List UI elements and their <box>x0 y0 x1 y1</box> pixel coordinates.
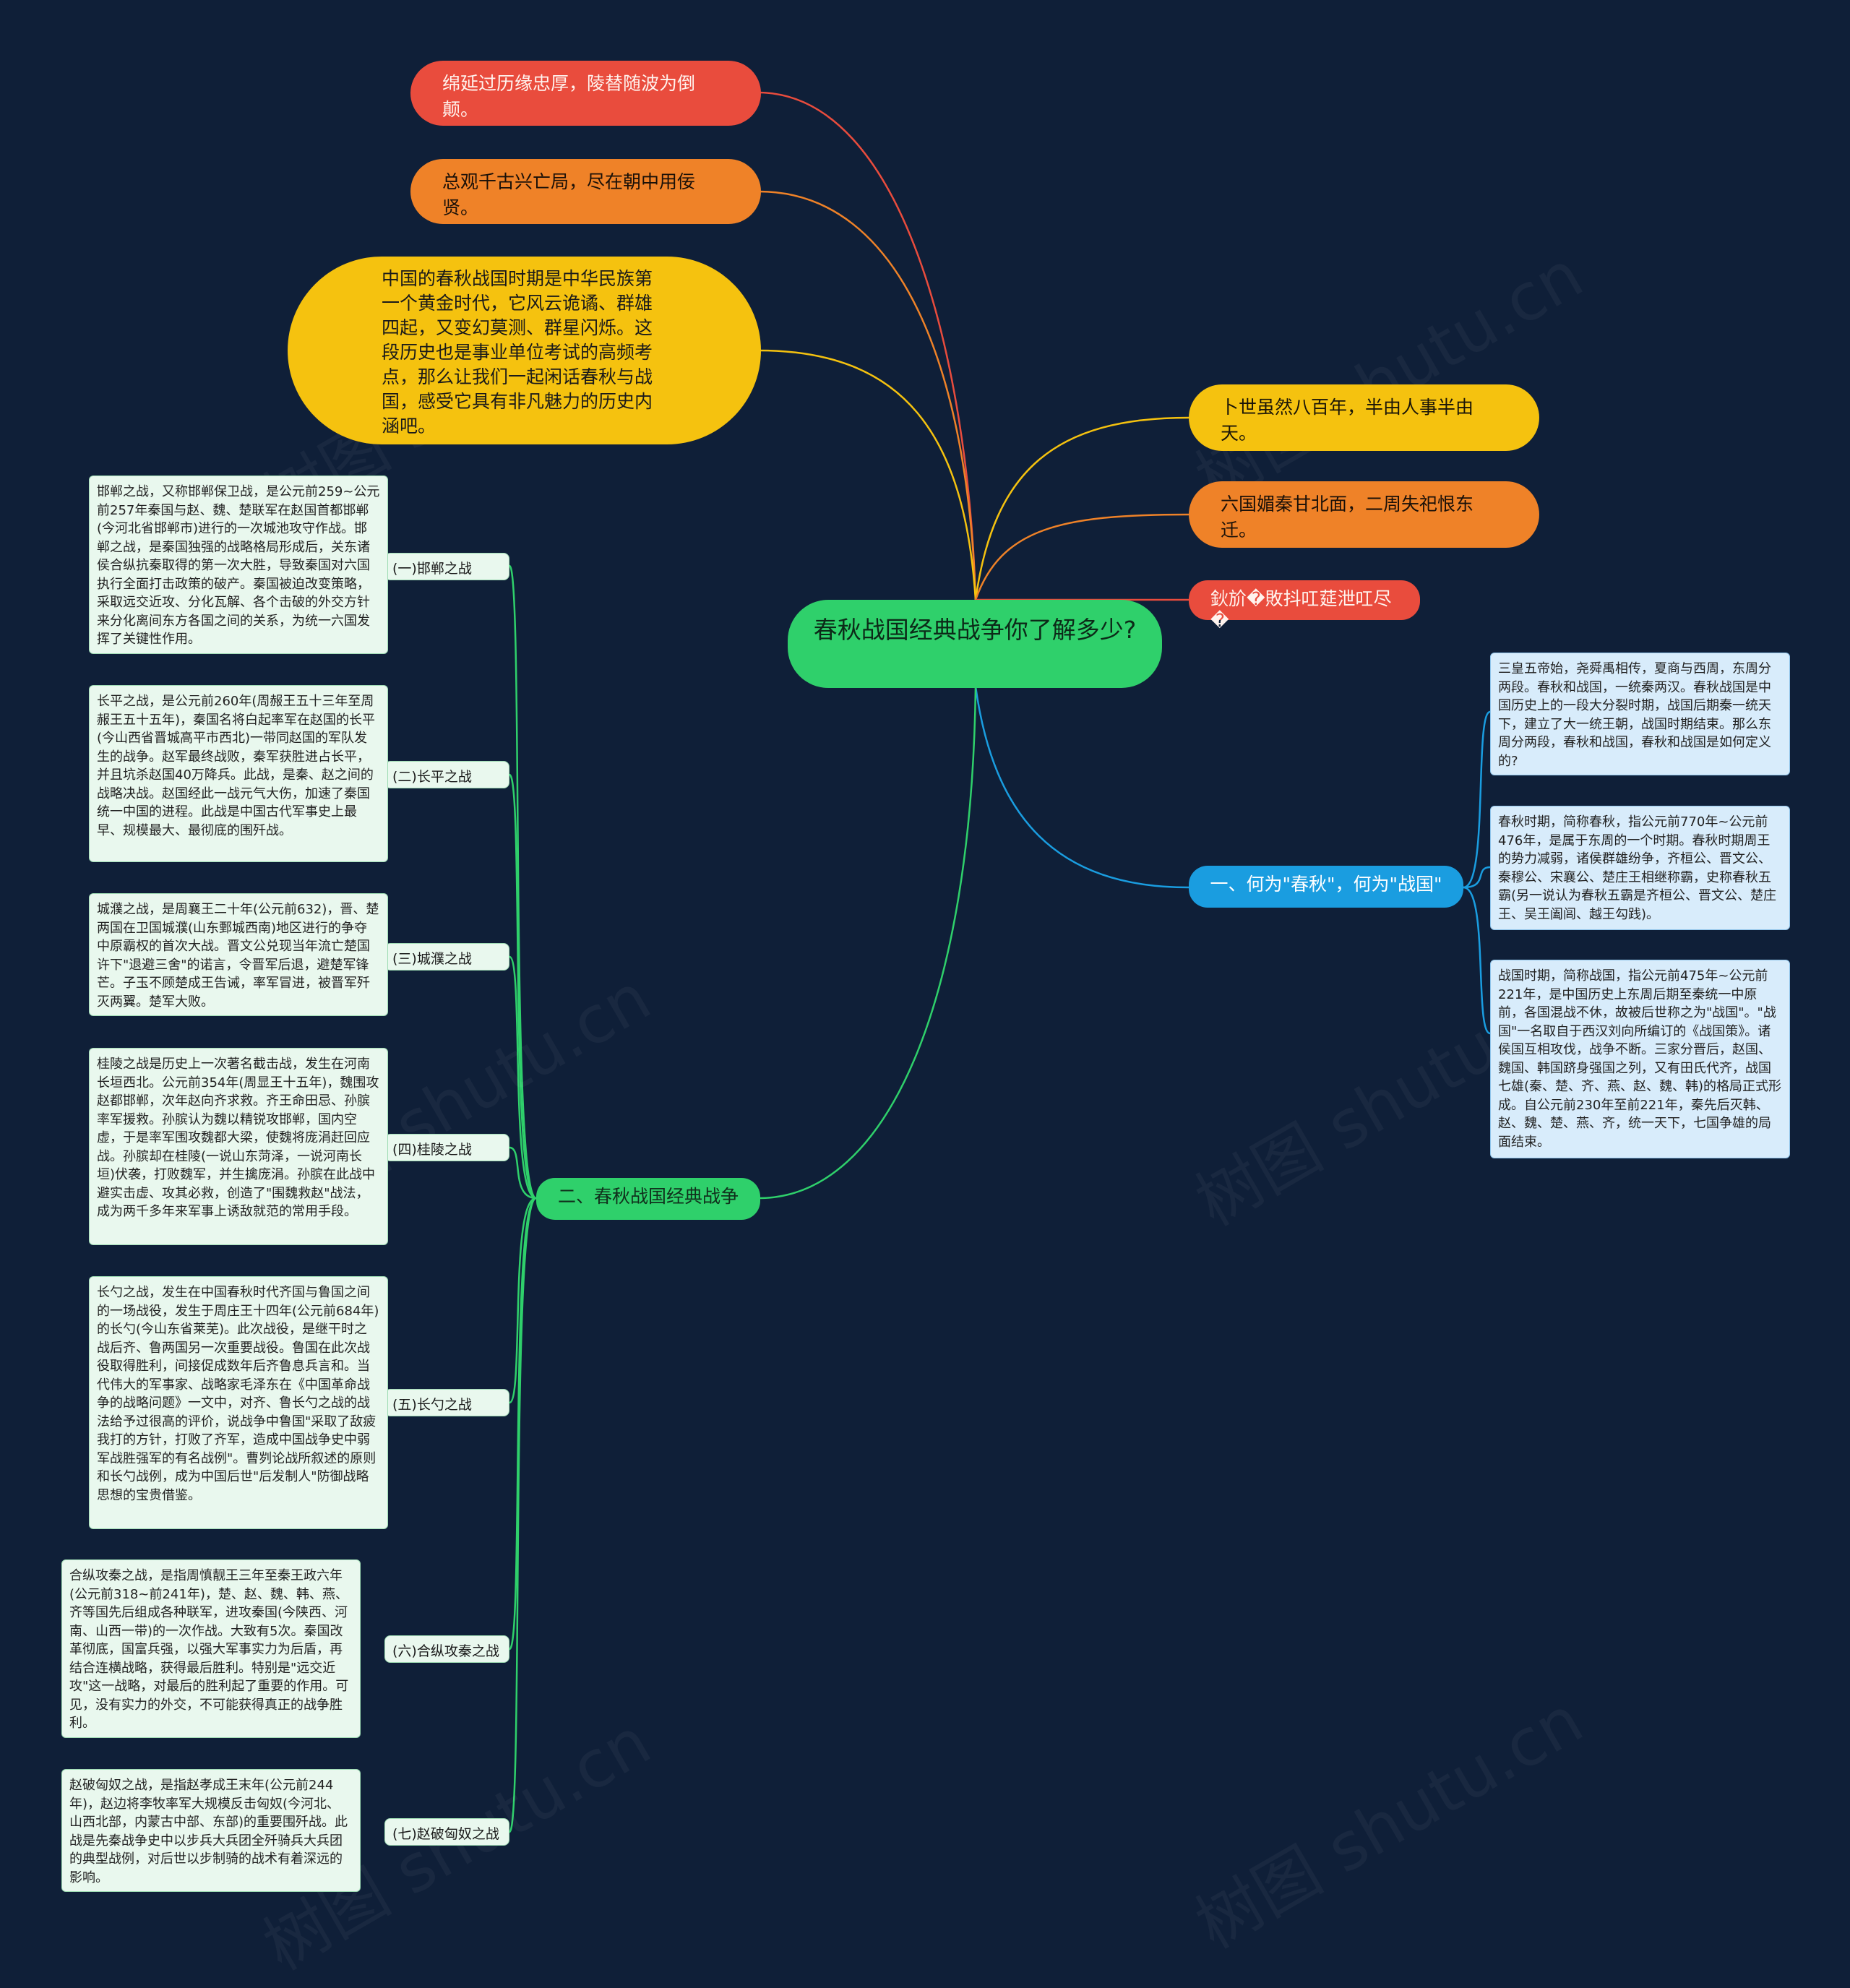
garbled-node[interactable]: 鈥斺�敗抖叿莚泄叿尽� <box>1189 580 1420 631</box>
link-b1-leaf3 <box>1463 886 1491 1035</box>
link-intro <box>758 349 977 601</box>
link-b1-leaf2 <box>1463 866 1491 889</box>
central-topic[interactable]: 春秋战国经典战争你了解多少? <box>788 600 1162 688</box>
war-text-changshao: 长勺之战，发生在中国春秋时代齐国与鲁国之间的一场战役，发生于周庄王十四年(公元前… <box>89 1276 388 1529</box>
link-b2-sub3 <box>508 955 537 1200</box>
link-poem3 <box>974 416 1189 601</box>
link-b2-sub5 <box>508 1197 537 1404</box>
war-text-handan: 邯郸之战，又称邯郸保卫战，是公元前259~公元前257年秦国与赵、魏、楚联军在赵… <box>89 476 388 654</box>
war-label-xiongnu[interactable]: (七)赵破匈奴之战 <box>384 1818 509 1846</box>
war-label-handan[interactable]: (一)邯郸之战 <box>384 553 509 580</box>
leaf-spring-autumn-period: 春秋时期，简称春秋，指公元前770年~公元前476年，是属于东周的一个时期。春秋… <box>1490 806 1790 930</box>
link-poem4 <box>974 513 1189 601</box>
link-b2-sub6 <box>508 1197 537 1651</box>
poem-node-3[interactable]: 卜世虽然八百年，半由人事半由天。 <box>1189 384 1539 451</box>
war-text-chengpu: 城濮之战，是周襄王二十年(公元前632)，晋、楚两国在卫国城濮(山东鄄城西南)地… <box>89 893 388 1016</box>
link-poem2 <box>758 190 977 601</box>
war-text-xiongnu: 赵破匈奴之战，是指赵孝成王末年(公元前244年)，赵边将李牧率军大规模反击匈奴(… <box>61 1769 361 1892</box>
war-text-guiling: 桂陵之战是历史上一次著名截击战，发生在河南长垣西北。公元前354年(周显王十五年… <box>89 1048 388 1245</box>
war-label-chengpu[interactable]: (三)城濮之战 <box>384 943 509 971</box>
link-b1-leaf1 <box>1463 710 1491 889</box>
war-label-changshao[interactable]: (五)长勺之战 <box>384 1389 509 1416</box>
poem-node-4[interactable]: 六国媚秦甘北面，二周失祀恨东迁。 <box>1189 481 1539 548</box>
leaf-dynasty-verse: 三皇五帝始，尧舜禹相传，夏商与西周，东周分两段。春秋和战国，一统秦两汉。春秋战国… <box>1490 653 1790 775</box>
link-branch1 <box>974 686 1189 889</box>
poem-node-2[interactable]: 总观千古兴亡局，尽在朝中用佞贤。 <box>410 159 761 224</box>
poem-node-1[interactable]: 绵延过历缘忠厚，陵替随波为倒颠。 <box>410 61 761 126</box>
link-poem1 <box>758 91 977 601</box>
link-b2-sub7 <box>508 1197 538 1833</box>
link-b2-sub4 <box>509 1146 537 1200</box>
leaf-warring-states-period: 战国时期，简称战国，指公元前475年~公元前221年，是中国历史上东周后期至秦统… <box>1490 960 1790 1158</box>
link-branch2 <box>758 686 977 1200</box>
intro-node[interactable]: 中国的春秋战国时期是中华民族第一个黄金时代，它风云诡谲、群雄四起，又变幻莫测、群… <box>288 257 761 444</box>
branch-spring-autumn[interactable]: 一、何为"春秋"，何为"战国" <box>1189 866 1463 908</box>
branch-classic-wars[interactable]: 二、春秋战国经典战争 <box>536 1178 760 1220</box>
war-text-changping: 长平之战，是公元前260年(周赧王五十三年至周赧王五十五年)，秦国名将白起率军在… <box>89 685 388 862</box>
war-label-changping[interactable]: (二)长平之战 <box>384 761 509 788</box>
war-label-guiling[interactable]: (四)桂陵之战 <box>384 1134 509 1161</box>
war-label-hezong[interactable]: (六)合纵攻秦之战 <box>384 1635 509 1663</box>
link-b2-sub2 <box>508 773 537 1200</box>
link-b2-sub1 <box>508 564 538 1200</box>
war-text-hezong: 合纵攻秦之战，是指周慎靓王三年至秦王政六年(公元前318~前241年)，楚、赵、… <box>61 1559 361 1738</box>
